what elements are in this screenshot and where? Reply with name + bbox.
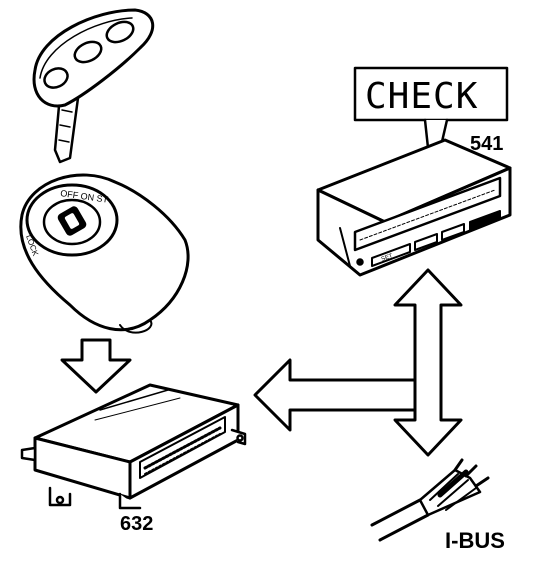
bus-cable-icon <box>370 458 490 542</box>
down-arrow-icon <box>60 338 132 394</box>
ignition-lock-icon: OFF ON ST LOCK <box>19 173 190 334</box>
instrument-cluster-icon: SET <box>316 138 512 277</box>
label-632: 632 <box>120 513 153 535</box>
label-541: 541 <box>470 133 503 155</box>
check-display-text: CHECK <box>365 76 478 117</box>
cluster-set-button: SET <box>381 253 394 263</box>
double-arrow-icon <box>393 268 463 457</box>
key-icon <box>32 8 155 164</box>
label-i-bus: I-BUS <box>445 528 505 553</box>
control-module-icon <box>20 383 247 510</box>
